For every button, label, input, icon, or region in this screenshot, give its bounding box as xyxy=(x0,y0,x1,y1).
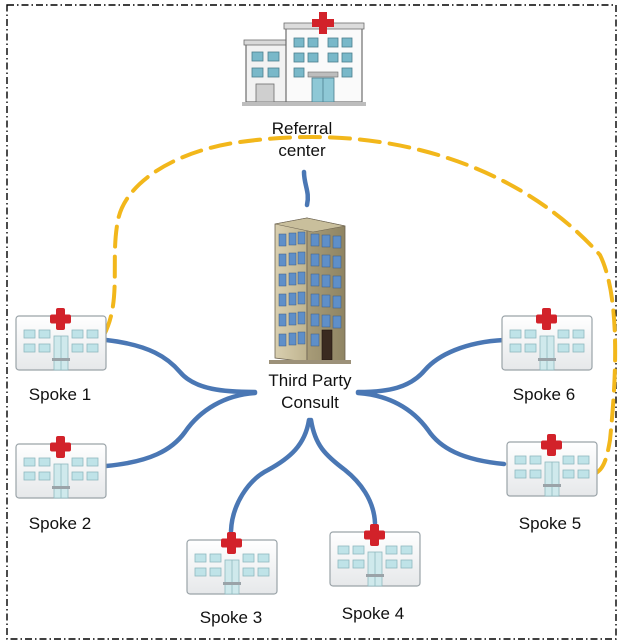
spoke5-clinic-icon xyxy=(506,433,598,497)
spoke4-clinic-icon xyxy=(329,523,421,587)
referral-center-label: Referral center xyxy=(262,118,342,162)
spoke4-label: Spoke 4 xyxy=(341,604,405,623)
office-tower-icon xyxy=(269,217,351,364)
third-party-consult-label: Third Party Consult xyxy=(250,370,370,414)
spoke-links xyxy=(103,169,507,534)
link-referral-hub xyxy=(301,169,311,208)
link-spoke1 xyxy=(103,337,258,395)
spoke6-label: Spoke 6 xyxy=(512,385,576,404)
hub-label-line2: Consult xyxy=(281,393,339,412)
link-spoke6 xyxy=(355,337,507,395)
referral-label-line1: Referral xyxy=(271,119,333,138)
referral-label-line2: center xyxy=(278,141,326,160)
diagram-frame xyxy=(6,4,617,640)
spoke2-label: Spoke 2 xyxy=(28,514,92,533)
referral-link xyxy=(102,135,618,478)
spoke1-label: Spoke 1 xyxy=(28,385,92,404)
hub-label-line1: Third Party xyxy=(268,371,352,390)
spoke2-clinic-icon xyxy=(15,435,107,499)
spoke3-label: Spoke 3 xyxy=(199,608,263,627)
referral-hospital-icon xyxy=(242,12,366,106)
spoke6-clinic-icon xyxy=(501,307,593,371)
link-spoke2 xyxy=(103,390,258,469)
link-spoke4 xyxy=(308,417,378,526)
link-spoke5 xyxy=(355,390,507,467)
spoke3-clinic-icon xyxy=(186,531,278,595)
spoke1-clinic-icon xyxy=(15,307,107,371)
spoke5-label: Spoke 5 xyxy=(518,514,582,533)
link-spoke3 xyxy=(228,417,312,534)
